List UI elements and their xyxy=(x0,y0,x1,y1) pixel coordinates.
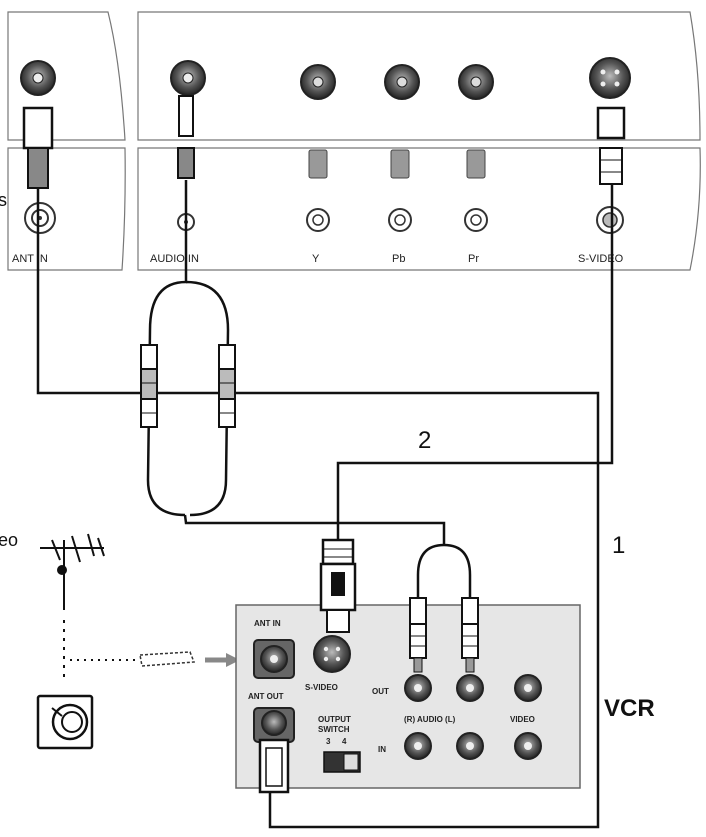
vcr-video-label: VIDEO xyxy=(510,715,535,724)
cable-2-label: 2 xyxy=(418,427,431,454)
cable-1-label: 1 xyxy=(612,532,625,559)
vcr-out-label: OUT xyxy=(372,687,389,696)
edge-text-middle: leo xyxy=(0,530,18,550)
vcr-svideo-jack[interactable] xyxy=(313,635,351,673)
audio-inline-connector-left xyxy=(140,344,158,428)
tv-pb-label: Pb xyxy=(392,253,405,265)
wall-outlet-icon xyxy=(36,694,94,750)
antenna-icon xyxy=(40,533,105,610)
vcr-svideo-plug xyxy=(319,538,357,633)
tv-ant-section-lower xyxy=(7,147,126,271)
vcr-video-out-jack[interactable] xyxy=(514,674,542,702)
vcr-ch3-label: 3 xyxy=(326,737,331,746)
vcr-s-video-label: S-VIDEO xyxy=(305,683,338,692)
tv-audio-plug xyxy=(177,95,195,179)
vcr-ant-out-jack[interactable] xyxy=(253,707,295,743)
audio-inline-connector-right xyxy=(218,344,236,428)
tv-svideo-jack[interactable] xyxy=(589,57,631,99)
tv-pr-label: Pr xyxy=(468,253,479,265)
tv-y-label: Y xyxy=(312,253,320,265)
tv-y-stub xyxy=(308,149,328,179)
tv-ant-in-label: ANT IN xyxy=(12,253,48,265)
tv-pb-port xyxy=(388,208,412,232)
tv-pb-jack[interactable] xyxy=(384,64,420,100)
cables xyxy=(36,180,614,829)
vcr-output-switch[interactable] xyxy=(323,751,361,773)
vcr-ant-in-label: ANT IN xyxy=(254,619,281,628)
tv-ant-in-port xyxy=(24,202,56,234)
tv-audio-in-label: AUDIO IN xyxy=(150,253,199,265)
vcr-ant-out-label: ANT OUT xyxy=(248,692,284,701)
tv-ant-jack[interactable] xyxy=(20,60,56,96)
vcr-ant-in-jack[interactable] xyxy=(253,639,295,679)
tv-svideo-port xyxy=(596,206,624,234)
tv-y-port xyxy=(306,208,330,232)
vcr-audio-plug-right xyxy=(461,597,479,673)
tv-pr-port xyxy=(464,208,488,232)
edge-text-top: s xyxy=(0,190,7,210)
vcr-audio-label: (R) AUDIO (L) xyxy=(404,715,456,724)
vcr-video-in-jack[interactable] xyxy=(514,732,542,760)
tv-ant-plug xyxy=(22,106,54,189)
tv-pb-stub xyxy=(390,149,410,179)
vcr-output-label: OUTPUT xyxy=(318,715,351,724)
tv-main-section-lower xyxy=(137,147,701,271)
cable-1-antenna xyxy=(36,180,600,829)
vcr-in-label: IN xyxy=(378,745,386,754)
tv-svideo-plug xyxy=(596,106,626,185)
tv-audio-jack[interactable] xyxy=(170,60,206,96)
vcr-audio-out-l-jack[interactable] xyxy=(456,674,484,702)
cable-audio-split-left xyxy=(416,543,445,600)
tv-s-video-label: S-VIDEO xyxy=(578,253,624,265)
tv-pr-stub xyxy=(466,149,486,179)
tv-main-section-upper xyxy=(137,11,701,141)
vcr-ch4-label: 4 xyxy=(342,737,347,746)
cable-audio-loop-right xyxy=(185,280,230,517)
vcr-switch-label: SWITCH xyxy=(318,725,350,734)
vcr-audio-plug-left xyxy=(409,597,427,673)
vcr-ant-out-plug xyxy=(258,738,290,794)
vcr-title: VCR xyxy=(604,695,655,722)
vcr-audio-out-r-jack[interactable] xyxy=(404,674,432,702)
vcr-audio-in-r-jack[interactable] xyxy=(404,732,432,760)
cable-audio-loop-left xyxy=(146,180,188,517)
vcr-panel: ANT IN ANT OUT S-VIDEO OUT IN (R) AUDIO … xyxy=(235,538,581,794)
coax-plug-icon xyxy=(139,651,196,667)
vcr-audio-in-l-jack[interactable] xyxy=(456,732,484,760)
tv-pr-jack[interactable] xyxy=(458,64,494,100)
tv-y-jack[interactable] xyxy=(300,64,336,100)
cable-audio-split-right xyxy=(443,543,472,600)
tv-panel: ANT IN AUDIO IN Y Pb Pr S-VIDEO xyxy=(7,11,701,271)
cable-audio-run xyxy=(183,514,446,545)
arrow-right-icon xyxy=(205,653,240,667)
cable-2-svideo xyxy=(336,180,614,540)
